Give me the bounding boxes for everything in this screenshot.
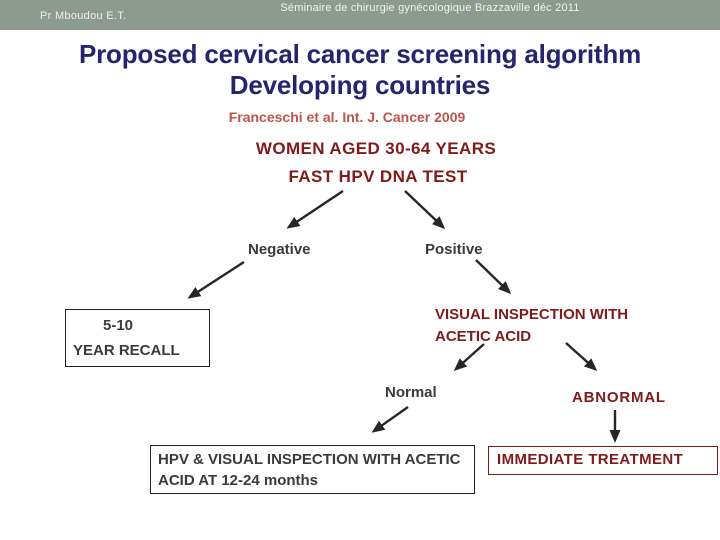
- visual-inspection-line1: VISUAL INSPECTION WITH: [435, 306, 629, 323]
- arrow-test-to-negative: [286, 190, 344, 229]
- treatment-label: IMMEDIATE TREATMENT: [497, 451, 684, 468]
- visual-inspection-line2: ACETIC ACID: [435, 328, 532, 345]
- followup-line1: HPV & VISUAL INSPECTION WITH ACETIC: [158, 451, 461, 468]
- recall-line2: YEAR RECALL: [73, 342, 180, 359]
- abnormal-label: ABNORMAL: [572, 389, 666, 406]
- population-text: WOMEN AGED 30-64 YEARS: [255, 139, 497, 158]
- recall-box: 5-10 YEAR RECALL: [65, 309, 210, 367]
- slide-title: Proposed cervical cancer screening algor…: [0, 39, 720, 101]
- arrow-negative-to-recall: [187, 260, 245, 299]
- slide-title-line1: Proposed cervical cancer screening algor…: [79, 39, 641, 69]
- recall-line1: 5-10: [103, 317, 134, 334]
- arrow-test-to-positive: [404, 190, 446, 230]
- normal-label: Normal: [385, 384, 437, 401]
- slide-header-band: Pr Mboudou E.T. Séminaire de chirurgie g…: [0, 0, 720, 30]
- citation: Franceschi et al. Int. J. Cancer 2009: [228, 109, 466, 125]
- positive-label: Positive: [425, 241, 483, 258]
- arrow-normal-to-followup: [371, 406, 409, 433]
- test-text: FAST HPV DNA TEST: [288, 167, 468, 186]
- visual-inspection-label: VISUAL INSPECTION WITH ACETIC ACID: [435, 304, 645, 348]
- followup-line2: ACID AT 12-24 months: [158, 472, 319, 489]
- seminar-title: Séminaire de chirurgie gynécologique Bra…: [280, 2, 580, 14]
- followup-box: HPV & VISUAL INSPECTION WITH ACETIC ACID…: [150, 445, 475, 494]
- treatment-box: IMMEDIATE TREATMENT: [488, 446, 718, 475]
- slide-title-line2: Developing countries: [229, 70, 491, 100]
- presenter-name: Pr Mboudou E.T.: [40, 10, 127, 22]
- negative-label: Negative: [248, 241, 311, 258]
- arrow-positive-to-via: [475, 259, 512, 295]
